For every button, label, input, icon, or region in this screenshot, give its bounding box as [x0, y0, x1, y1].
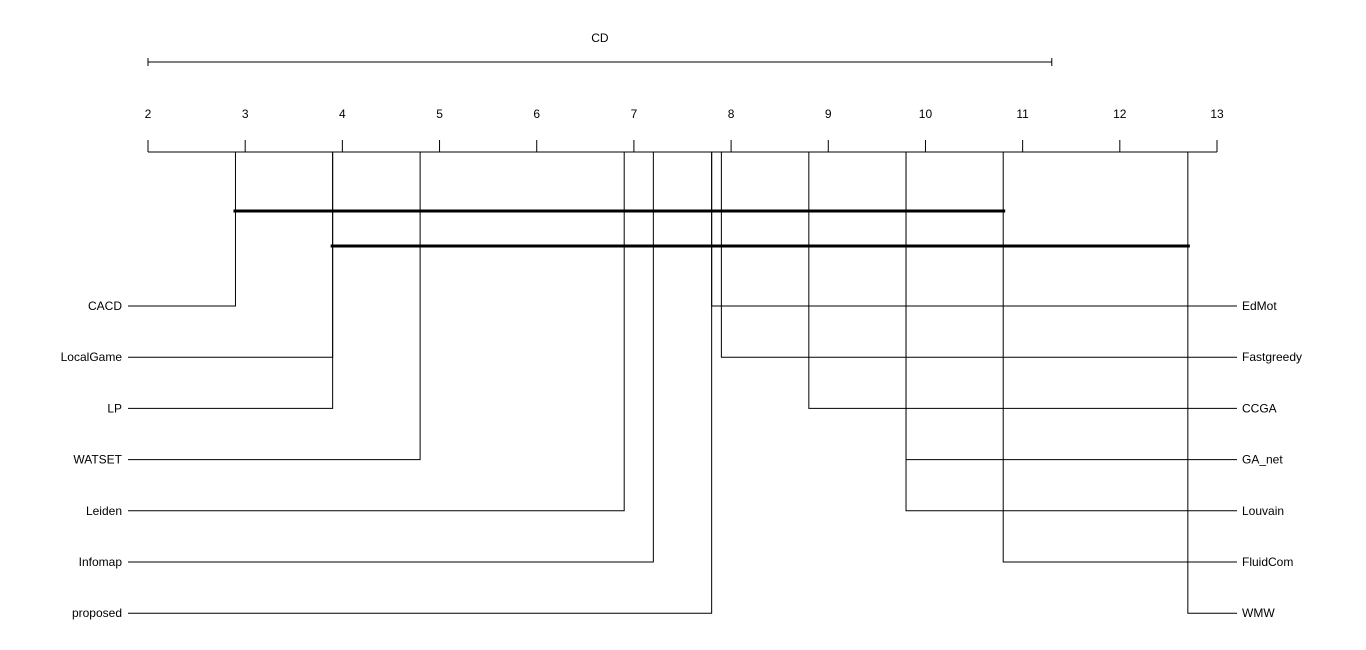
axis-tick-label: 10 — [919, 107, 933, 121]
method-connector — [128, 152, 625, 512]
method-label: GA_net — [1242, 453, 1283, 467]
cd-label: CD — [591, 31, 609, 45]
axis-tick-label: 4 — [339, 107, 346, 121]
method-connector — [905, 152, 1237, 512]
cd-bar: CD — [147, 31, 1053, 66]
method-connector — [1002, 152, 1237, 563]
method-connector — [1187, 152, 1237, 614]
method-label: EdMot — [1242, 299, 1277, 313]
method-label: Infomap — [79, 555, 123, 569]
method-label: WATSET — [73, 453, 122, 467]
method-label: proposed — [72, 606, 122, 620]
method-label: LocalGame — [61, 350, 123, 364]
method-connector — [720, 152, 1237, 358]
method-label: Leiden — [86, 504, 122, 518]
method-connector — [808, 152, 1237, 409]
axis-tick-label: 6 — [533, 107, 540, 121]
axis-tick-label: 2 — [145, 107, 152, 121]
method-connector — [128, 152, 421, 461]
method-label: Louvain — [1242, 504, 1284, 518]
axis-tick-label: 12 — [1113, 107, 1127, 121]
axis-tick-label: 5 — [436, 107, 443, 121]
method-label: Fastgreedy — [1242, 350, 1302, 364]
method-connector — [128, 152, 654, 563]
clique-bars — [233, 209, 1190, 248]
method-label: FluidCom — [1242, 555, 1293, 569]
rank-axis: 2 3 4 5 6 7 8 9 10 11 12 13 — [145, 107, 1224, 153]
method-label: CACD — [88, 299, 122, 313]
axis-tick-label: 8 — [728, 107, 735, 121]
axis-tick-label: 7 — [631, 107, 638, 121]
method-connector — [128, 152, 334, 409]
method-connector — [128, 152, 236, 307]
axis-tick-label: 3 — [242, 107, 249, 121]
method-connector — [128, 152, 334, 358]
axis-tick-label: 9 — [825, 107, 832, 121]
method-label: WMW — [1242, 606, 1275, 620]
axis-tick-label: 13 — [1210, 107, 1224, 121]
method-label: CCGA — [1242, 401, 1277, 415]
axis-tick-label: 11 — [1016, 107, 1029, 121]
method-label: LP — [107, 401, 122, 415]
method-connector — [711, 152, 1237, 307]
